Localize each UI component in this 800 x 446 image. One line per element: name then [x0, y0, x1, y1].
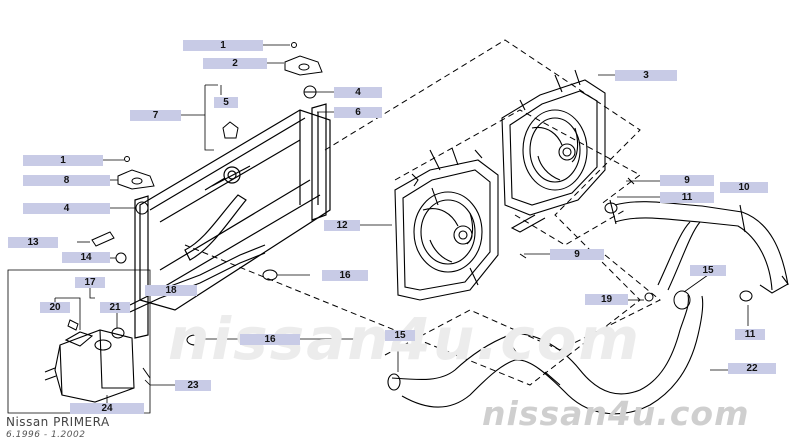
radiator	[129, 103, 331, 339]
footer-brand: Nissan PRIMERA	[6, 415, 110, 429]
callout-9-top: 9	[660, 175, 714, 186]
callout-21: 21	[100, 302, 130, 313]
callout-5: 5	[214, 97, 238, 108]
callout-15-right: 15	[690, 265, 726, 276]
callout-15-bottom: 15	[385, 330, 415, 341]
callout-7: 7	[130, 110, 181, 121]
callout-14: 14	[62, 252, 110, 263]
callout-19: 19	[585, 294, 628, 305]
callout-3: 3	[615, 70, 677, 81]
upper-hose	[609, 199, 789, 294]
watermark-bottom-right: nissan4u.com	[482, 394, 750, 433]
callout-23: 23	[175, 380, 211, 391]
callout-16-bottom: 16	[240, 334, 300, 345]
callout-13: 13	[8, 237, 58, 248]
callout-4-mid: 4	[23, 203, 110, 214]
small-parts	[67, 42, 753, 379]
lower-hose	[387, 294, 704, 415]
callout-10: 10	[720, 182, 768, 193]
callout-11-top: 11	[660, 192, 714, 203]
callout-22: 22	[728, 363, 776, 374]
callout-8: 8	[23, 175, 110, 186]
callout-2: 2	[203, 58, 267, 69]
callout-6: 6	[334, 107, 382, 118]
callout-11-bottom: 11	[735, 329, 765, 340]
fan-shroud-front	[394, 147, 499, 301]
reservoir-tank	[44, 329, 135, 403]
dashed-outline-fan-rear	[394, 109, 641, 206]
callout-18: 18	[145, 285, 197, 296]
callout-17: 17	[75, 277, 105, 288]
callout-1-mid: 1	[23, 155, 103, 166]
footer-date-range: 6.1996 - 1.2002	[6, 430, 86, 440]
callout-9-mid: 9	[550, 249, 604, 260]
callout-12: 12	[324, 220, 360, 231]
dashed-outline-radiator-fans	[184, 39, 641, 386]
dashed-outline-hoses	[514, 209, 661, 351]
callout-1-top: 1	[183, 40, 263, 51]
callout-24: 24	[70, 403, 144, 414]
fan-shroud-rear	[501, 69, 606, 233]
callout-4-top: 4	[334, 87, 382, 98]
callout-16-mid: 16	[322, 270, 368, 281]
callout-20: 20	[40, 302, 70, 313]
